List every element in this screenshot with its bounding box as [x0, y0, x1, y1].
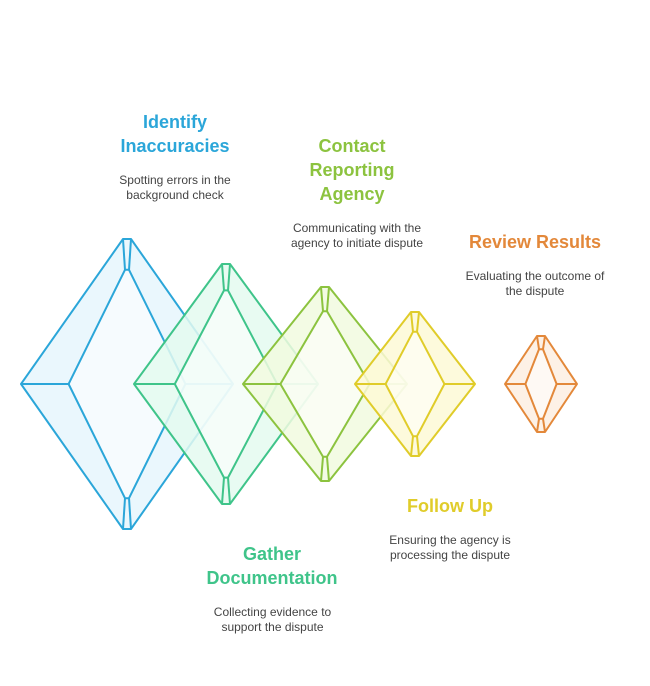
- ring-bevel-line: [128, 498, 132, 530]
- step-desc-follow-up: Ensuring the agency is processing the di…: [389, 533, 511, 562]
- step-desc-gather-documentation: Collecting evidence to support the dispu…: [213, 605, 332, 634]
- step-desc-identify-inaccuracies: Spotting errors in the background check: [119, 173, 231, 202]
- ring-bevel-line: [326, 286, 330, 312]
- ring-bevel-line: [536, 335, 540, 350]
- step-title-identify-inaccuracies: Identify Inaccuracies: [120, 112, 230, 156]
- ring-bevel-line: [221, 477, 225, 505]
- ring-bevel-line: [410, 436, 414, 457]
- step-title-contact-reporting-agency: Contact Reporting Agency: [309, 136, 395, 204]
- ring-bevel-line: [122, 498, 126, 530]
- ring-bevel-line: [227, 477, 231, 505]
- ring-bevel-line: [122, 238, 126, 270]
- ring-bevel-line: [128, 238, 132, 270]
- ring-bevel-line: [227, 263, 231, 291]
- ring-bevel-line: [542, 418, 546, 433]
- ring-bevel-line: [410, 311, 414, 332]
- ring-bevel-line: [536, 418, 540, 433]
- ring-review-results: [504, 335, 578, 433]
- ring-bevel-line: [416, 311, 420, 332]
- ring-identify-inaccuracies: [20, 238, 234, 530]
- step-desc-contact-reporting-agency: Communicating with the agency to initiat…: [290, 221, 424, 250]
- ring-bevel-line: [542, 335, 546, 350]
- ring-bevel-line: [221, 263, 225, 291]
- step-title-follow-up: Follow Up: [407, 496, 493, 516]
- ring-follow-up: [354, 311, 476, 457]
- ring-bevel-line: [320, 286, 324, 312]
- step-title-gather-documentation: Gather Documentation: [206, 544, 338, 588]
- ring-contact-reporting-agency: [242, 286, 408, 482]
- step-title-review-results: Review Results: [468, 232, 602, 252]
- ring-bevel-line: [416, 436, 420, 457]
- ring-bevel-line: [326, 456, 330, 482]
- ring-bevel-line: [320, 456, 324, 482]
- step-desc-review-results: Evaluating the outcome of the dispute: [465, 269, 605, 298]
